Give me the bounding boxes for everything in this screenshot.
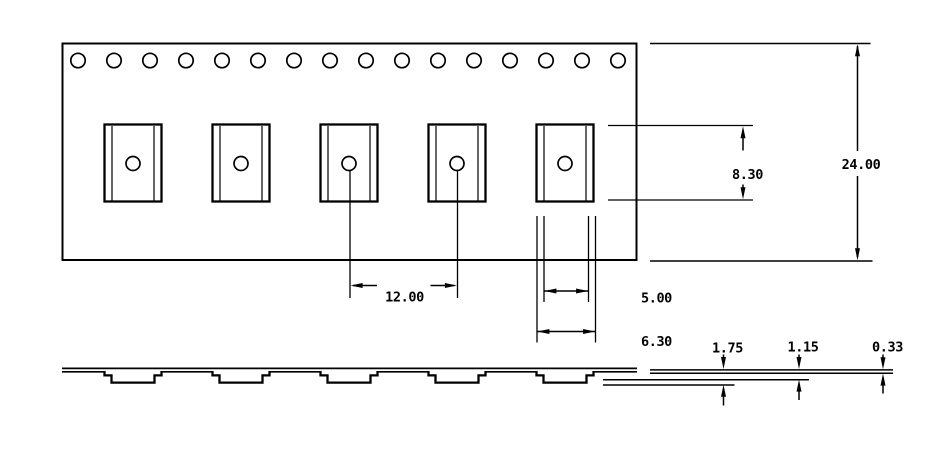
arrowhead (444, 283, 457, 288)
sprocket-hole (105, 52, 123, 69)
sprocket-hole (609, 52, 627, 69)
dim-pocket-length (608, 124, 753, 201)
pocket-outline (103, 123, 163, 203)
dim-label-pocket-inner-depth: 1.15 (788, 340, 819, 356)
arrowhead (576, 288, 589, 294)
pocket-center-hole (557, 155, 573, 172)
dim-pocket-inner-width (543, 216, 590, 302)
pocket-outline (535, 123, 595, 203)
dim-label-pocket-depth: 1.75 (712, 341, 743, 357)
pocket-outline (211, 123, 271, 203)
dim-pocket-inner-depth (796, 354, 802, 400)
dim-tape-width (650, 42, 873, 262)
pocket-center-hole (449, 155, 465, 172)
arrowhead (740, 126, 746, 139)
arrowhead (855, 44, 860, 57)
arrowhead (537, 329, 550, 334)
dim-pocket-outer-width (536, 216, 597, 343)
dim-label-tape-width: 24.00 (842, 157, 881, 173)
dim-label-pocket-pitch: 12.00 (385, 290, 424, 306)
arrowhead (796, 357, 802, 369)
pocket-profile (103, 371, 163, 384)
sprocket-hole (357, 52, 375, 69)
sprocket-hole (177, 52, 195, 69)
arrowhead (796, 379, 802, 392)
dim-label-pocket-outer-width: 6.30 (641, 334, 672, 350)
arrowhead (721, 357, 726, 369)
sprocket-hole (429, 52, 447, 69)
reference-lines (603, 369, 893, 386)
sprocket-hole (465, 52, 483, 69)
pocket-profile (427, 371, 487, 384)
sprocket-hole (213, 52, 231, 69)
sprocket-holes (69, 52, 627, 69)
sprocket-hole (573, 52, 591, 69)
sprocket-hole (141, 52, 159, 69)
cross-section-view (62, 367, 893, 386)
dimension-annotations: 24.00 8.30 12.00 5.00 6.30 1.75 1.15 0.3… (349, 42, 904, 406)
pockets (103, 123, 595, 203)
arrowhead (583, 329, 596, 334)
arrowhead (880, 373, 886, 386)
pocket-profile (211, 371, 271, 384)
cross-section-profile (62, 367, 637, 384)
arrowhead (350, 283, 363, 288)
sprocket-hole (321, 52, 339, 69)
dim-pocket-pitch (349, 170, 459, 298)
arrowhead (880, 357, 886, 370)
dim-tape-thickness (880, 354, 886, 394)
pocket-center-hole (125, 155, 141, 172)
arrowhead (740, 187, 746, 200)
sprocket-hole (285, 52, 303, 69)
dim-pocket-depth (721, 354, 726, 406)
dim-label-pocket-length: 8.30 (732, 167, 763, 183)
sprocket-hole (69, 52, 87, 69)
sprocket-hole (501, 52, 519, 69)
arrowhead (544, 288, 557, 294)
arrowhead (855, 248, 860, 261)
sprocket-hole (249, 52, 267, 69)
dim-label-tape-thickness: 0.33 (872, 340, 903, 356)
sprocket-hole (393, 52, 411, 69)
pocket-profile (535, 371, 595, 384)
sprocket-hole (537, 52, 555, 69)
pocket-center-hole (233, 155, 249, 172)
pocket-center-hole (341, 155, 357, 172)
arrowhead (721, 384, 726, 397)
dim-label-pocket-inner-width: 5.00 (641, 291, 672, 307)
pocket-outline (319, 123, 379, 203)
pocket-profile (319, 371, 379, 384)
